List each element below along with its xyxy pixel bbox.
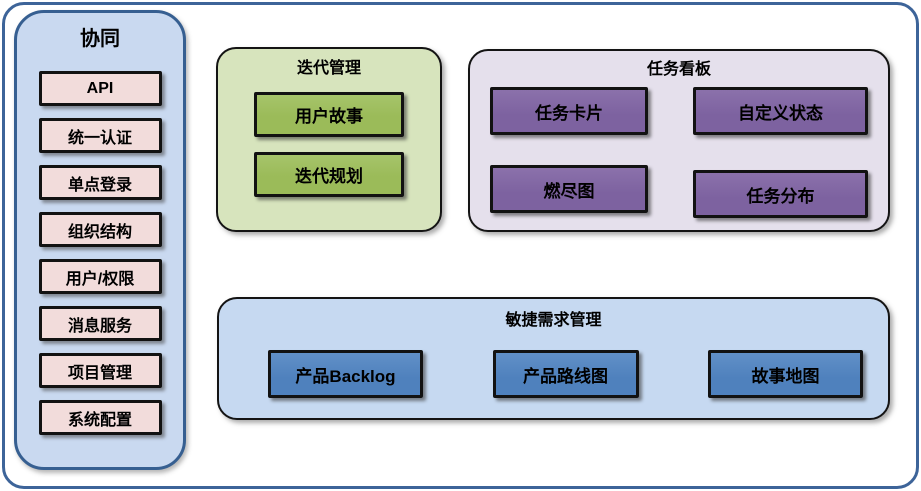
panel-agile-requirements: 敏捷需求管理 产品Backlog 产品路线图 故事地图 <box>217 297 890 420</box>
item-product-backlog: 产品Backlog <box>268 350 423 398</box>
item-task-card: 任务卡片 <box>490 87 648 135</box>
sidebar-item-unified-auth: 统一认证 <box>38 118 162 153</box>
sidebar-item-user-permissions: 用户/权限 <box>38 259 162 294</box>
task-board-title: 任务看板 <box>646 61 711 78</box>
agile-requirements-row: 产品Backlog 产品路线图 故事地图 <box>219 350 888 398</box>
panel-iteration-management: 迭代管理 用户故事 迭代规划 <box>216 47 442 232</box>
iteration-item-list: 用户故事 迭代规划 <box>218 92 440 197</box>
sidebar-item-project-management: 项目管理 <box>38 353 162 388</box>
sidebar-item-org-structure: 组织结构 <box>38 212 162 247</box>
collaboration-group-title: 协同 <box>80 28 120 50</box>
agile-requirements-title: 敏捷需求管理 <box>505 312 602 329</box>
collaboration-item-list: API 统一认证 单点登录 组织结构 用户/权限 消息服务 项目管理 系统配置 <box>17 71 183 435</box>
task-board-row-2: 燃尽图 任务分布 <box>470 165 888 218</box>
sidebar-item-single-sign-on: 单点登录 <box>38 165 162 200</box>
item-product-roadmap: 产品路线图 <box>492 350 639 398</box>
panel-task-board: 任务看板 任务卡片 自定义状态 燃尽图 任务分布 <box>468 49 890 232</box>
sidebar-item-api: API <box>38 71 162 106</box>
task-board-row-1: 任务卡片 自定义状态 <box>470 87 888 135</box>
collaboration-group-panel: 协同 API 统一认证 单点登录 组织结构 用户/权限 消息服务 项目管理 系统… <box>14 10 186 470</box>
item-iteration-planning: 迭代规划 <box>254 152 404 197</box>
item-story-map: 故事地图 <box>708 350 863 398</box>
sidebar-item-system-config: 系统配置 <box>38 400 162 435</box>
item-custom-status: 自定义状态 <box>693 87 868 135</box>
item-burndown-chart: 燃尽图 <box>490 165 648 213</box>
item-user-story: 用户故事 <box>254 92 404 137</box>
sidebar-item-message-service: 消息服务 <box>38 306 162 341</box>
iteration-management-title: 迭代管理 <box>296 60 361 77</box>
item-task-distribution: 任务分布 <box>693 170 868 218</box>
